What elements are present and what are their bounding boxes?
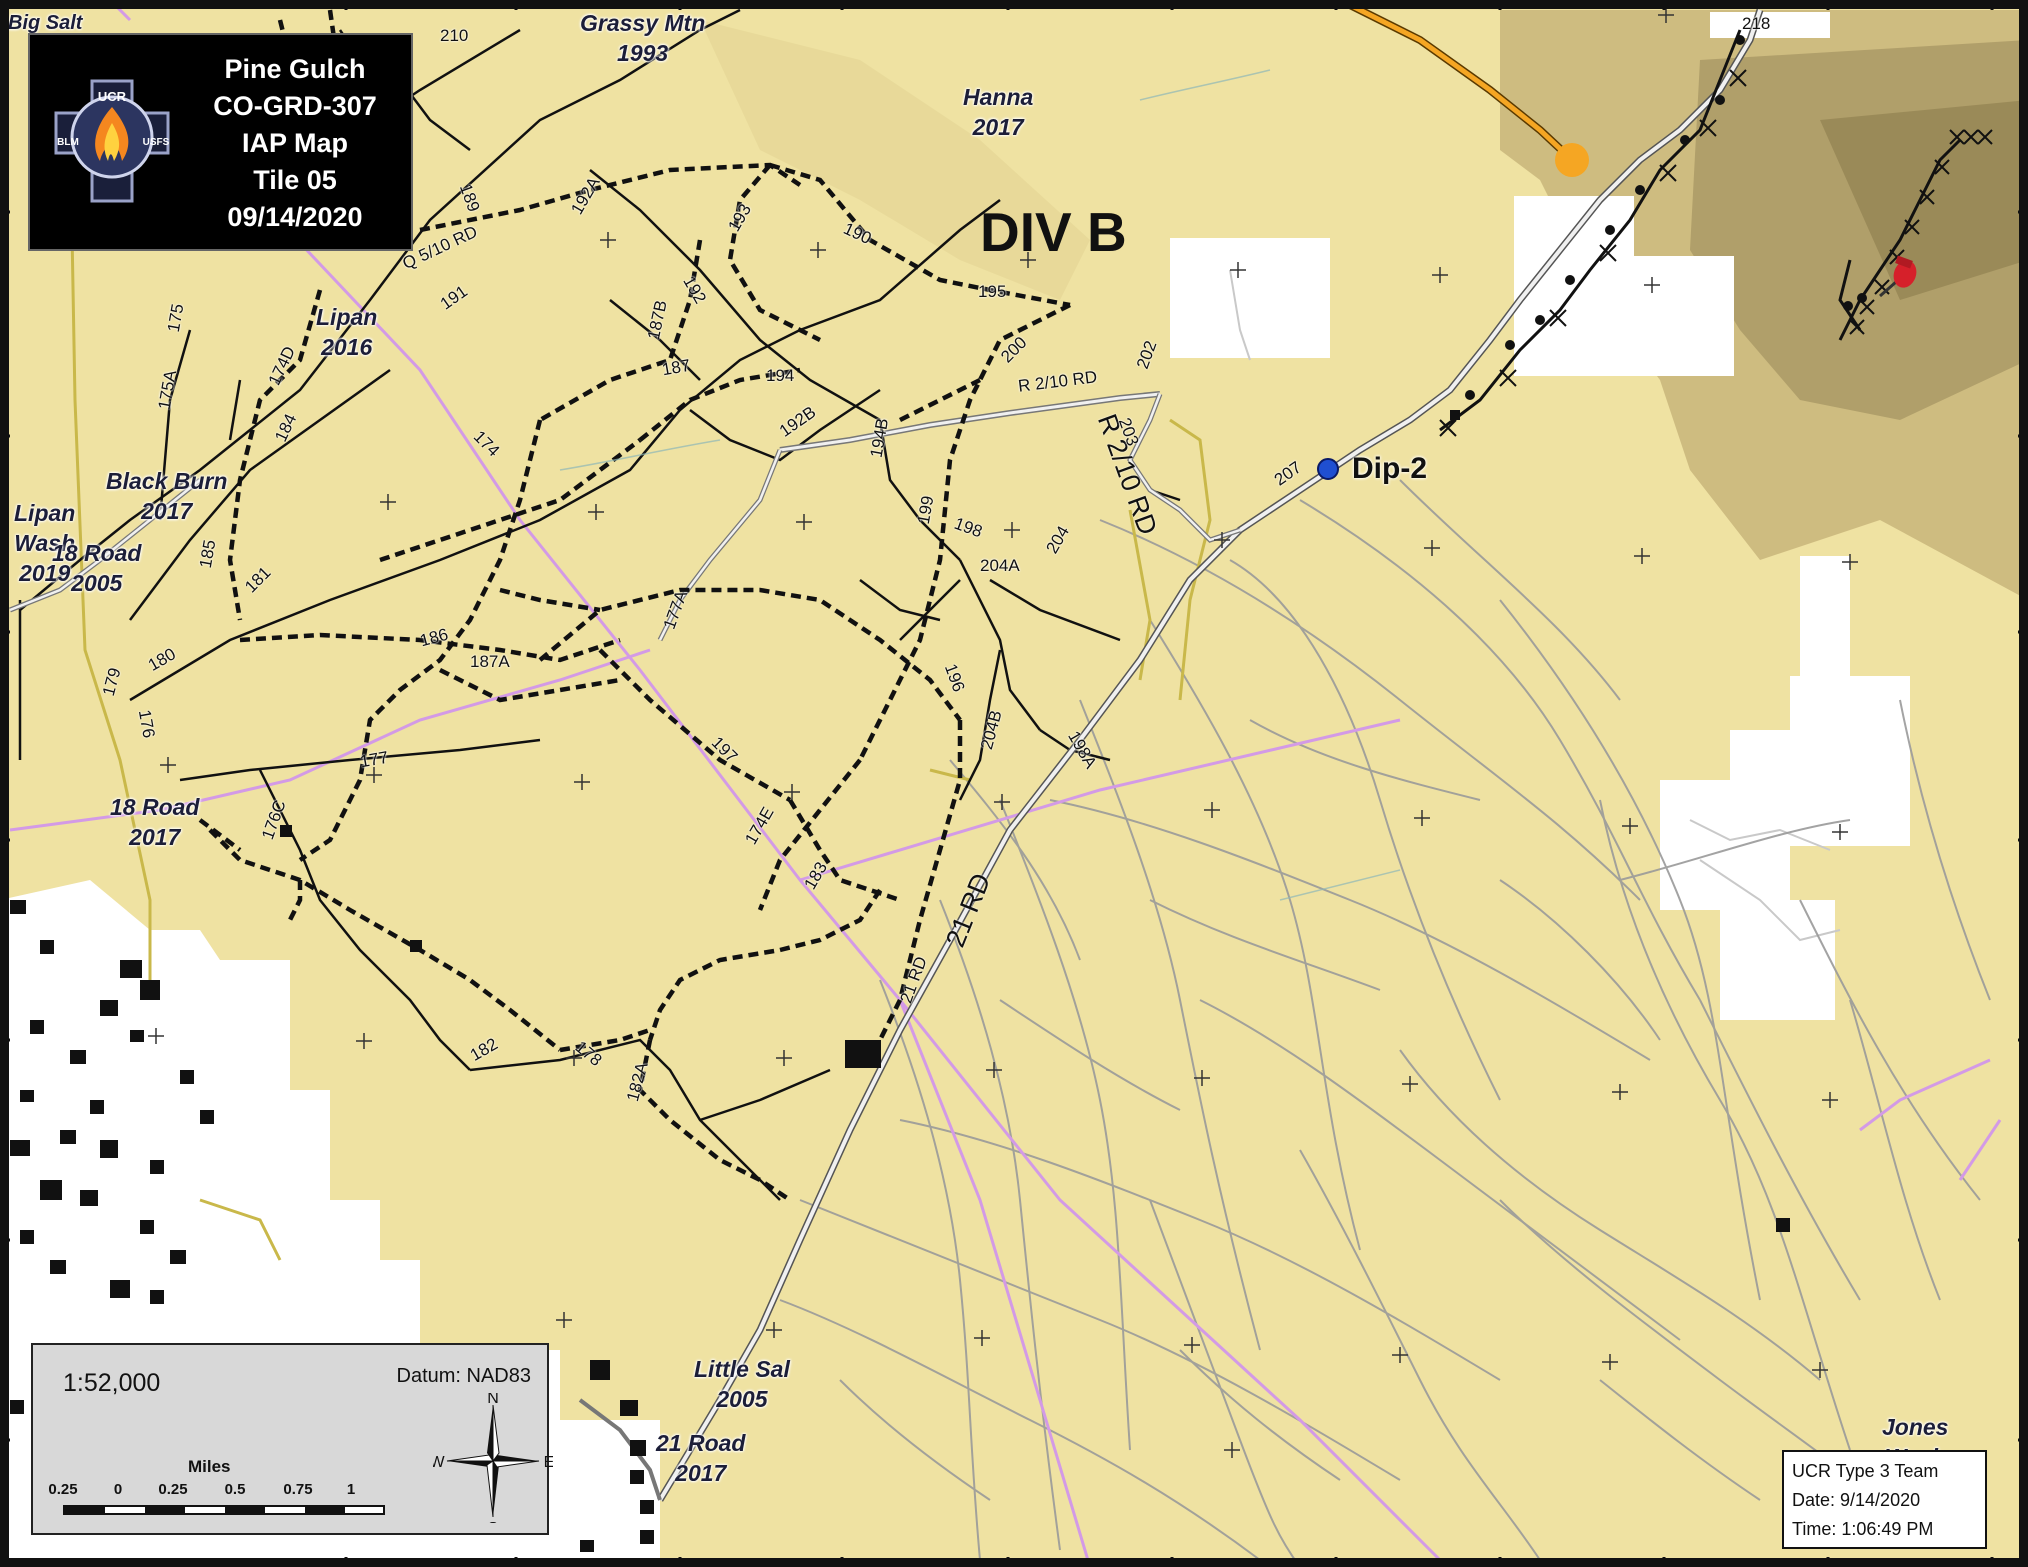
road-label: 218 — [1742, 14, 1771, 33]
heat-dots-road — [1465, 35, 1867, 400]
road-label: 204A — [980, 556, 1020, 575]
private-land-detail — [1229, 269, 1841, 942]
scale-tick: 0.5 — [224, 1481, 246, 1498]
scale-tick: 1 — [346, 1481, 356, 1498]
scale-tick: 0.75 — [283, 1481, 313, 1498]
scale-bar — [63, 1505, 385, 1515]
pushpin-icon[interactable] — [1879, 255, 1920, 298]
title-line-incident-number: CO-GRD-307 — [213, 91, 377, 121]
svg-text:E: E — [544, 1454, 553, 1471]
agency-logo-icon: UCR BLM USFS — [54, 79, 170, 203]
road-label: 210 — [440, 26, 469, 45]
title-line-tile: Tile 05 — [253, 165, 337, 195]
title-line-fire-name: Pine Gulch — [224, 54, 366, 84]
scale-legend: 1:52,000 Datum: NAD83 Miles 0.25 0 0.25 … — [31, 1343, 553, 1535]
major-roads — [9, 8, 1764, 1502]
division-label: DIV B — [980, 201, 1127, 263]
roads-solid — [18, 8, 1181, 1201]
dip-site-label: Dip-2 — [1352, 452, 1427, 485]
scale-tick: 0.25 — [158, 1481, 188, 1498]
compass-rose-icon: N S E W — [433, 1393, 553, 1523]
title-line-date: 09/14/2020 — [227, 202, 363, 232]
svg-text:S: S — [488, 1520, 499, 1523]
road-label: 194 — [766, 366, 795, 385]
section-corners — [148, 7, 1858, 1458]
two-track-roads — [779, 479, 1991, 1567]
title-block: UCR BLM USFS Pine Gulch CO-GRD-307 IAP M… — [28, 33, 413, 251]
orange-point-icon[interactable] — [1555, 143, 1589, 177]
datum-label: Datum: NAD83 — [396, 1365, 532, 1387]
team-info-box: UCR Type 3 Team Date: 9/14/2020 Time: 1:… — [1782, 1450, 1987, 1549]
scale-tick: 0.25 — [48, 1481, 78, 1498]
powerlines — [9, 0, 2002, 1567]
retardant-drop — [1338, 0, 1573, 161]
heat-detections — [10, 410, 1790, 1552]
team-name: UCR Type 3 Team — [1792, 1461, 1939, 1481]
dip-site-icon[interactable] — [1317, 458, 1339, 480]
streams — [559, 69, 1401, 901]
team-date: Date: 9/14/2020 — [1792, 1490, 1921, 1510]
team-time: Time: 1:06:49 PM — [1792, 1519, 1934, 1539]
svg-text:BLM: BLM — [57, 137, 79, 148]
fire-history-label: Big Salt — [8, 12, 83, 34]
scale-ratio: 1:52,000 — [63, 1369, 161, 1397]
road-label: 187A — [470, 652, 510, 671]
svg-text:USFS: USFS — [143, 137, 170, 148]
title-line-map-type: IAP Map — [241, 128, 349, 158]
dozer-line — [1439, 29, 1962, 432]
dozer-x-marks — [1439, 69, 1993, 437]
svg-text:N: N — [487, 1393, 499, 1407]
secondary-roads — [68, 119, 1212, 1261]
svg-text:UCR: UCR — [98, 89, 127, 104]
scale-tick: 0 — [113, 1481, 123, 1498]
svg-text:W: W — [433, 1454, 445, 1471]
road-label: 195 — [978, 282, 1007, 301]
scale-units: Miles — [188, 1457, 231, 1476]
